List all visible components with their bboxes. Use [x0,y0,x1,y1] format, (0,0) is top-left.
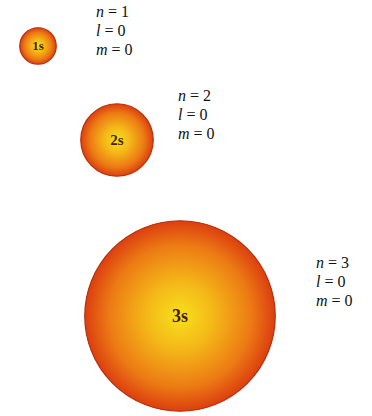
quantum-number: n = 2 [178,86,211,105]
orbital-circle: 1sn = 1l = 0m = 0 [19,27,57,65]
quantum-number: m = 0 [316,291,353,310]
quantum-number: l = 0 [178,105,207,124]
orbital-circle: 2sn = 2l = 0m = 0 [80,103,154,177]
orbital-name: 1s [19,27,57,65]
orbital-name: 2s [80,103,154,177]
quantum-number: n = 3 [316,253,349,272]
orbital-name: 3s [84,220,276,412]
orbital-circle: 3sn = 3l = 0m = 0 [84,220,276,412]
quantum-number: m = 0 [178,124,215,143]
orbital-outline [85,221,276,412]
quantum-number: n = 1 [96,2,129,21]
orbital-outline [81,104,154,177]
quantum-number: l = 0 [96,21,125,40]
orbital-outline [20,28,57,65]
quantum-number: l = 0 [316,272,345,291]
quantum-number: m = 0 [96,40,133,59]
